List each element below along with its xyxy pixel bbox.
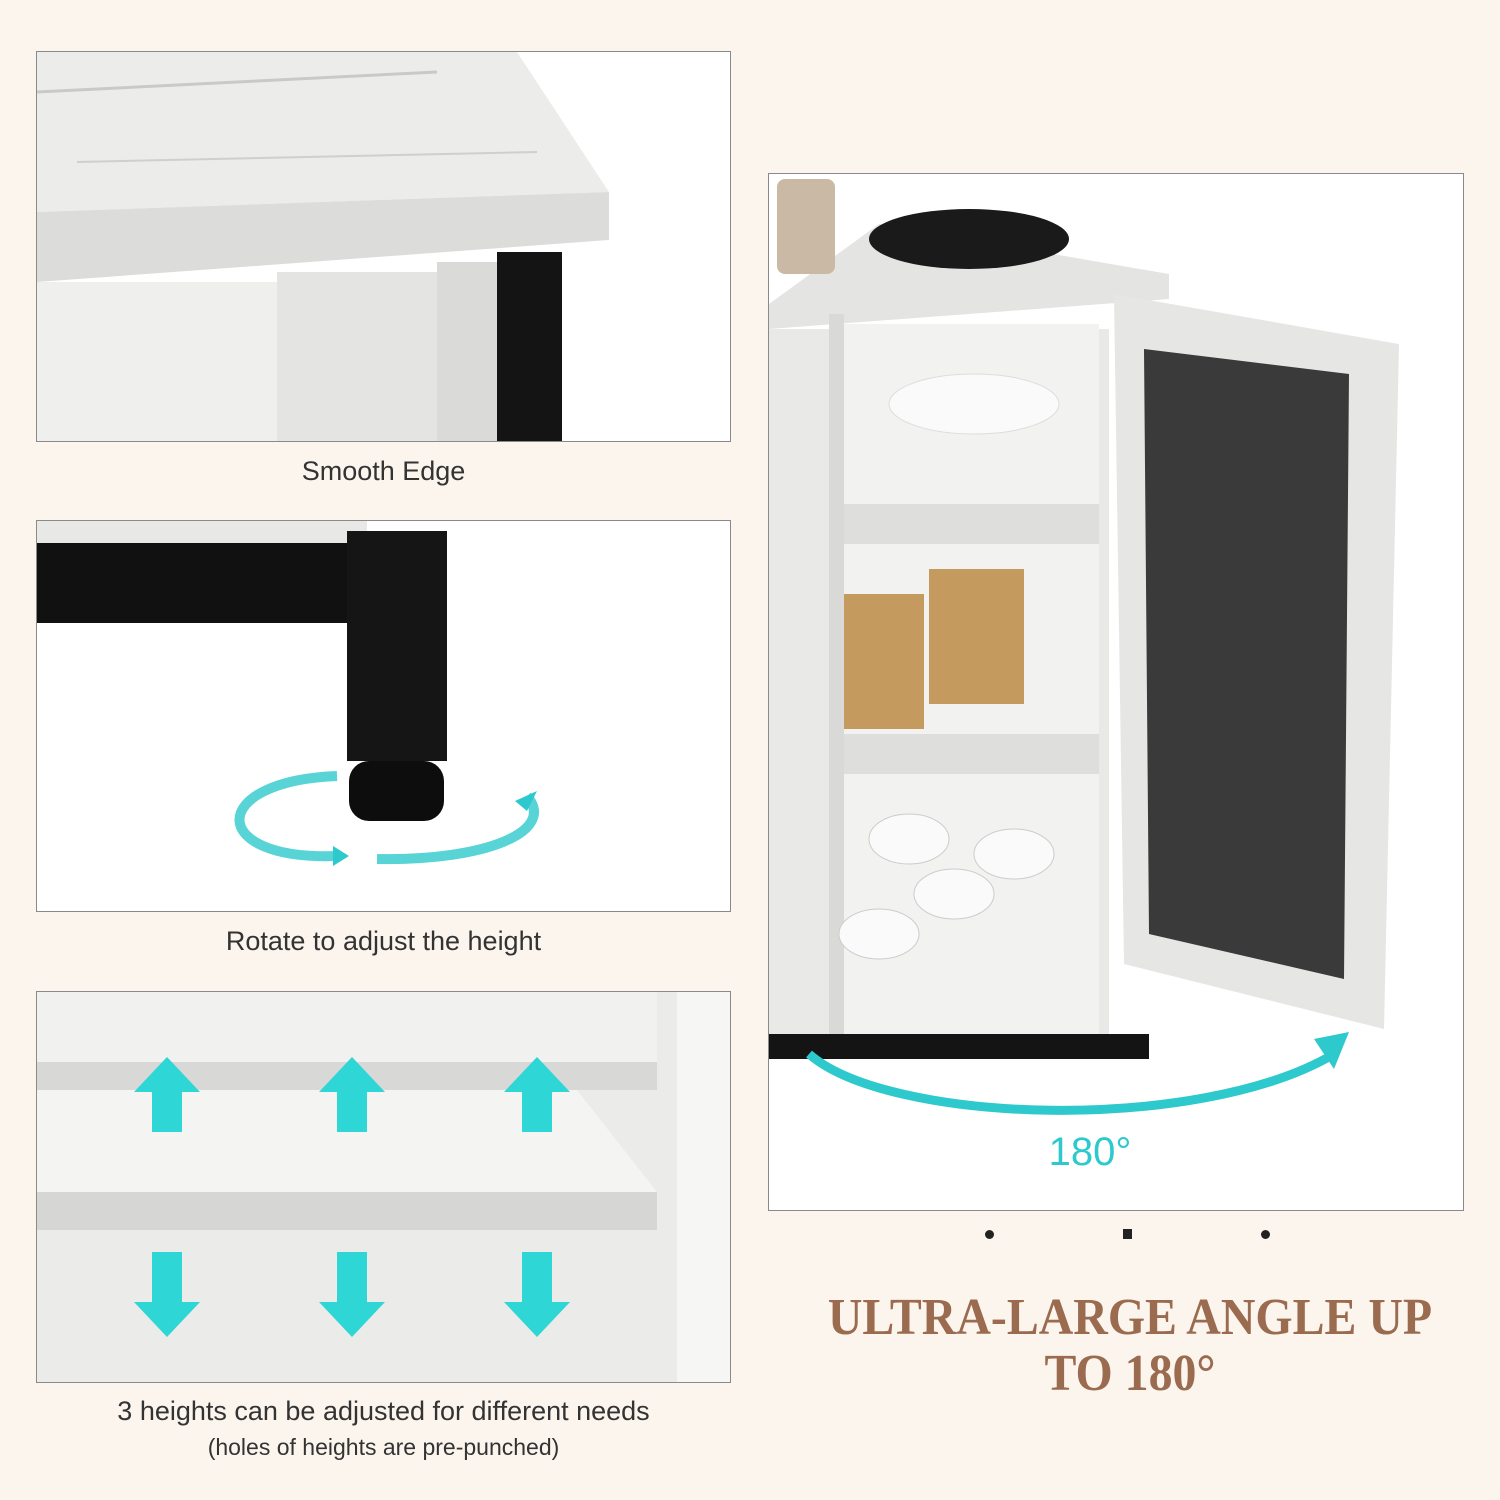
carousel-dot-2-active[interactable] (1123, 1229, 1132, 1239)
smooth-edge-caption: Smooth Edge (301, 456, 466, 486)
adjustable-shelf-photo (36, 991, 731, 1383)
heights-caption: 3 heights can be adjusted for different … (117, 1396, 650, 1426)
carousel-dot-3[interactable] (1261, 1230, 1270, 1239)
cabinet-open-door-photo (768, 173, 1464, 1211)
heights-subcaption: (holes of heights are pre-punched) (207, 1434, 560, 1460)
rotate-caption: Rotate to adjust the height (225, 926, 542, 956)
headline-line-1: ULTRA-LARGE ANGLE UP (827, 1289, 1433, 1346)
headline: ULTRA-LARGE ANGLE UP TO 180° (808, 1290, 1452, 1402)
headline-line-2: TO 180° (1044, 1345, 1216, 1402)
angle-label: 180° (1048, 1130, 1132, 1174)
carousel-dot-1[interactable] (985, 1230, 994, 1239)
adjustable-foot-photo (36, 520, 731, 912)
smooth-edge-photo (36, 51, 731, 442)
